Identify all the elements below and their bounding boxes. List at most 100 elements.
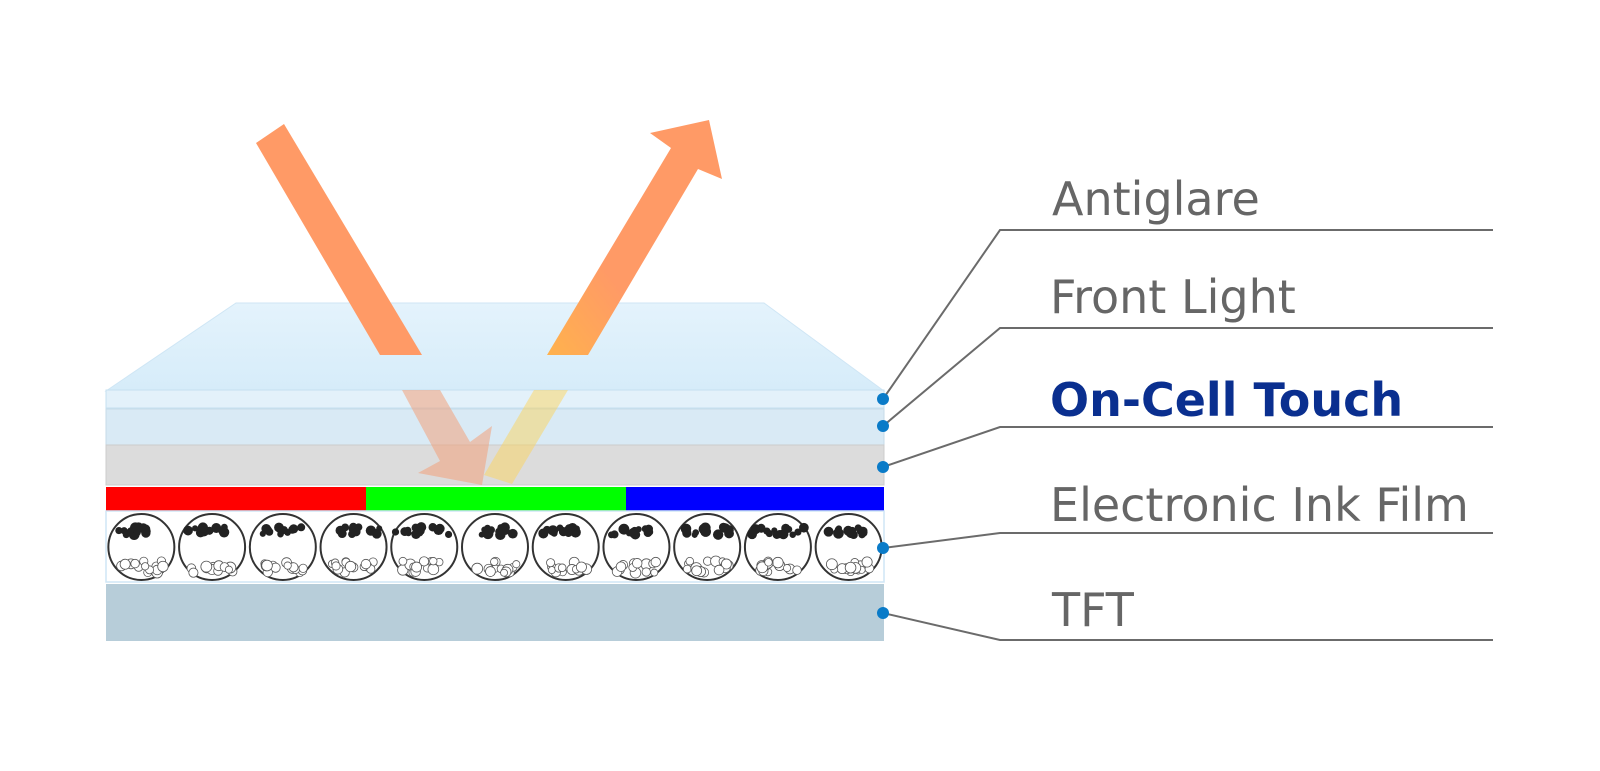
white-ink-particle bbox=[641, 567, 651, 577]
microcapsule bbox=[248, 513, 317, 581]
black-ink-particle bbox=[391, 528, 400, 536]
white-ink-particle bbox=[471, 562, 484, 575]
white-ink-particle bbox=[298, 563, 308, 573]
callout-dot-tft bbox=[877, 607, 889, 619]
black-ink-particle bbox=[352, 528, 361, 536]
black-ink-particle bbox=[507, 528, 518, 539]
white-ink-particle bbox=[632, 558, 643, 569]
black-ink-particle bbox=[280, 526, 288, 534]
black-ink-particle bbox=[120, 527, 128, 535]
white-ink-particle bbox=[557, 563, 567, 573]
white-ink-particle bbox=[119, 558, 131, 570]
white-ink-particle bbox=[398, 556, 408, 566]
color-filter-blue bbox=[626, 487, 884, 511]
black-ink-particle bbox=[691, 531, 698, 538]
black-ink-particle bbox=[481, 526, 488, 533]
white-ink-particle bbox=[500, 568, 508, 577]
white-ink-particle bbox=[261, 559, 273, 572]
white-ink-particle bbox=[224, 565, 233, 574]
leader-front-light bbox=[882, 327, 1493, 427]
black-ink-particle bbox=[794, 528, 802, 536]
white-ink-particle bbox=[783, 564, 792, 573]
white-ink-particle bbox=[713, 564, 725, 576]
black-ink-particle bbox=[608, 531, 615, 539]
white-ink-particle bbox=[485, 566, 496, 577]
white-ink-particle bbox=[283, 561, 292, 570]
white-ink-particle bbox=[792, 565, 802, 575]
white-ink-particle bbox=[200, 560, 213, 573]
black-ink-particle bbox=[141, 528, 151, 538]
black-ink-particle bbox=[115, 526, 123, 535]
white-ink-particle bbox=[575, 561, 587, 573]
callouts: Antiglare Front Light On-Cell Touch Elec… bbox=[877, 172, 1493, 641]
black-ink-particle bbox=[680, 523, 692, 535]
microcapsule bbox=[390, 513, 459, 581]
front-light-layer bbox=[105, 408, 885, 446]
black-ink-particle bbox=[833, 527, 844, 539]
microcapsule bbox=[178, 513, 247, 581]
black-ink-particle bbox=[433, 525, 444, 536]
white-ink-particle bbox=[650, 556, 661, 568]
reflected-light-refracted bbox=[484, 390, 568, 484]
black-ink-particle bbox=[542, 525, 552, 534]
black-ink-particle bbox=[289, 524, 299, 534]
black-ink-particle bbox=[724, 528, 734, 539]
black-ink-particle bbox=[444, 530, 453, 539]
white-ink-particle bbox=[427, 563, 440, 576]
black-ink-particle bbox=[572, 530, 579, 537]
callout-dot-antiglare bbox=[877, 393, 889, 405]
black-ink-particle bbox=[497, 524, 505, 531]
white-ink-particle bbox=[720, 558, 732, 570]
microcapsule bbox=[602, 513, 671, 581]
white-ink-particle bbox=[344, 560, 357, 573]
label-tft: TFT bbox=[1051, 583, 1135, 637]
black-ink-particle bbox=[799, 522, 809, 533]
black-ink-particle bbox=[763, 527, 771, 535]
black-ink-particle bbox=[772, 530, 781, 540]
white-ink-particle bbox=[861, 556, 873, 568]
white-ink-particle bbox=[650, 568, 659, 577]
white-ink-particle bbox=[490, 557, 499, 566]
callout-dot-front-light bbox=[877, 420, 889, 432]
black-ink-particle bbox=[371, 528, 382, 539]
black-ink-particle bbox=[573, 525, 580, 533]
white-ink-particle bbox=[546, 558, 556, 568]
white-ink-particle bbox=[844, 561, 857, 574]
black-ink-particle bbox=[785, 525, 793, 533]
black-ink-particle bbox=[411, 523, 420, 532]
label-antiglare: Antiglare bbox=[1052, 172, 1260, 226]
incoming-light-arrow bbox=[256, 124, 422, 355]
white-ink-particle bbox=[615, 561, 627, 572]
black-ink-particle bbox=[628, 528, 636, 536]
label-on-cell-touch: On-Cell Touch bbox=[1050, 373, 1403, 427]
black-ink-particle bbox=[265, 527, 274, 536]
black-ink-particle bbox=[218, 527, 225, 535]
microcapsule bbox=[531, 513, 600, 581]
microcapsule bbox=[461, 513, 529, 581]
incoming-light-refracted bbox=[402, 390, 492, 485]
white-ink-particle bbox=[429, 557, 438, 566]
leader-antiglare bbox=[882, 229, 1493, 400]
microcapsule bbox=[107, 513, 176, 581]
label-front-light: Front Light bbox=[1050, 270, 1296, 324]
white-ink-particle bbox=[141, 562, 150, 571]
black-ink-particle bbox=[858, 526, 868, 536]
black-ink-particle bbox=[127, 527, 134, 534]
black-ink-particle bbox=[335, 525, 345, 536]
label-electronic-ink-film: Electronic Ink Film bbox=[1050, 478, 1469, 532]
black-ink-particle bbox=[747, 529, 757, 540]
microcapsule bbox=[673, 513, 742, 581]
white-ink-particle bbox=[411, 561, 423, 573]
black-ink-particle bbox=[558, 527, 569, 537]
black-ink-particle bbox=[789, 531, 797, 538]
black-ink-particle bbox=[635, 526, 642, 533]
antiglare-layer bbox=[105, 389, 885, 409]
white-ink-particle bbox=[188, 567, 199, 578]
black-ink-particle bbox=[183, 525, 193, 536]
black-ink-particle bbox=[199, 524, 207, 533]
black-ink-particle bbox=[417, 527, 425, 535]
glass-top-surface bbox=[104, 302, 886, 392]
white-ink-particle bbox=[419, 556, 430, 567]
color-filter-green bbox=[366, 487, 626, 511]
